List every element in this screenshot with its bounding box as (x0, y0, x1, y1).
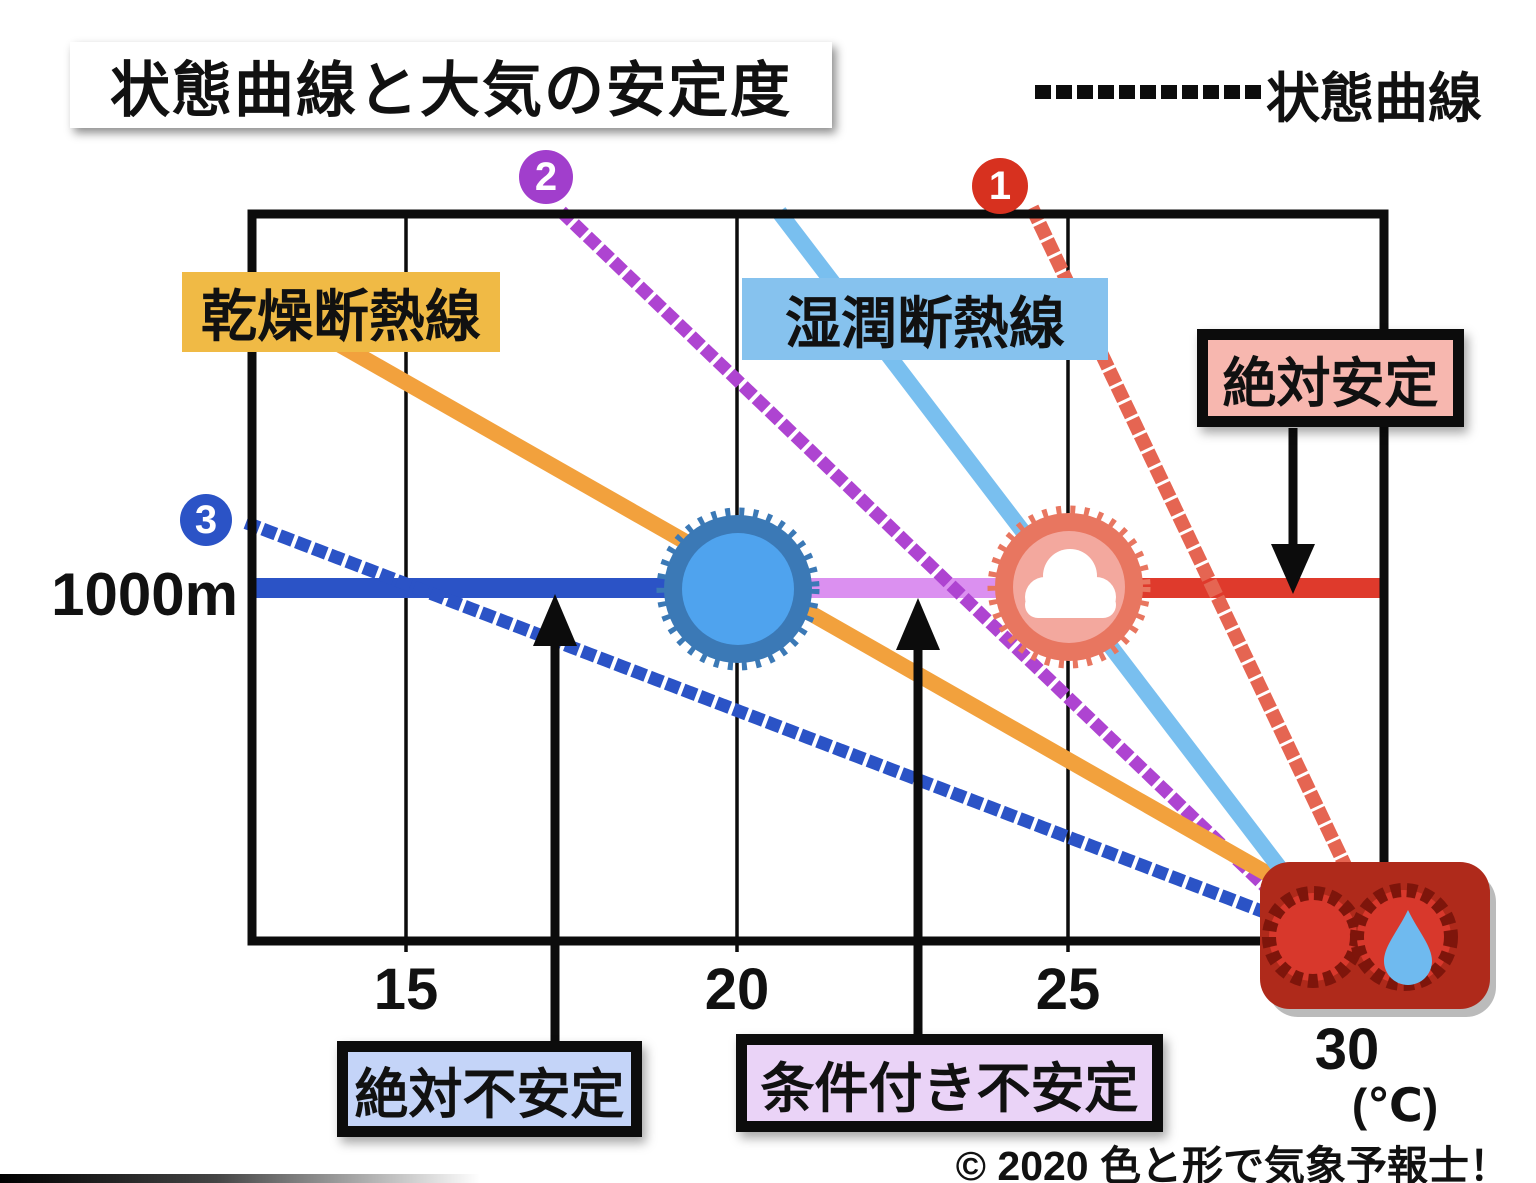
state-curve-3-dotted-line (243, 516, 1294, 929)
pink-parcel-fuzz (987, 505, 1151, 669)
water-drop-icon (1384, 910, 1432, 985)
x-tick-30: 30 (1314, 1017, 1380, 1082)
band-absolute-unstable (252, 578, 672, 598)
state-curve-2-badge: 2 (519, 150, 573, 204)
warm-bubble-left (1262, 886, 1364, 988)
cloud-parcel-icon (987, 505, 1151, 669)
absolute-stable-label: 絶対安定 (1197, 329, 1464, 427)
dry-adiabat-line (324, 331, 1314, 905)
unstable-arrow-head (533, 594, 577, 646)
conditional-unstable-label: 条件付き不安定 (736, 1034, 1163, 1132)
moist-adiabat-label: 湿潤断熱線 (742, 278, 1108, 360)
band-conditional-unstable (800, 578, 1005, 598)
title-box: 状態曲線と大気の安定度 (70, 42, 832, 128)
warm-surface-icon (1260, 862, 1496, 1017)
dry-adiabat-label: 乾燥断熱線 (182, 272, 500, 352)
cloud-icon (1025, 549, 1116, 618)
x-tick-20: 20 (704, 957, 770, 1022)
blue-parcel-icon (656, 507, 820, 671)
badge-3-number: 3 (194, 497, 218, 542)
blue-parcel-fuzz (656, 507, 820, 671)
legend-state-curve-label: 状態曲線 (1266, 68, 1482, 129)
blue-parcel-core (682, 533, 794, 645)
x-axis-unit-label: (℃) (1351, 1079, 1439, 1131)
state-curve-2-dotted-line (556, 206, 1310, 930)
absolute-unstable-label: 絶対不安定 (337, 1041, 642, 1137)
state-curve-3-badge: 3 (180, 494, 232, 546)
state-curve-1-badge: 1 (972, 158, 1028, 214)
badge-1-number: 1 (988, 163, 1012, 208)
x-tick-25: 25 (1035, 957, 1101, 1022)
annotation-arrows (533, 428, 1315, 1041)
bottom-edge-strip (0, 1174, 480, 1183)
page-title: 状態曲線と大気の安定度 (110, 56, 792, 124)
x-tick-15: 15 (373, 957, 439, 1022)
copyright-text: © 2020 色と形で気象予報士！ (955, 1143, 1510, 1183)
y-axis-1000m-label: 1000m (51, 561, 238, 628)
band-absolute-stable (1138, 578, 1384, 598)
stable-arrow-head (1271, 544, 1315, 594)
conditional-arrow-head (896, 598, 940, 650)
badge-2-number: 2 (534, 154, 558, 199)
chart-border (247, 209, 1389, 946)
